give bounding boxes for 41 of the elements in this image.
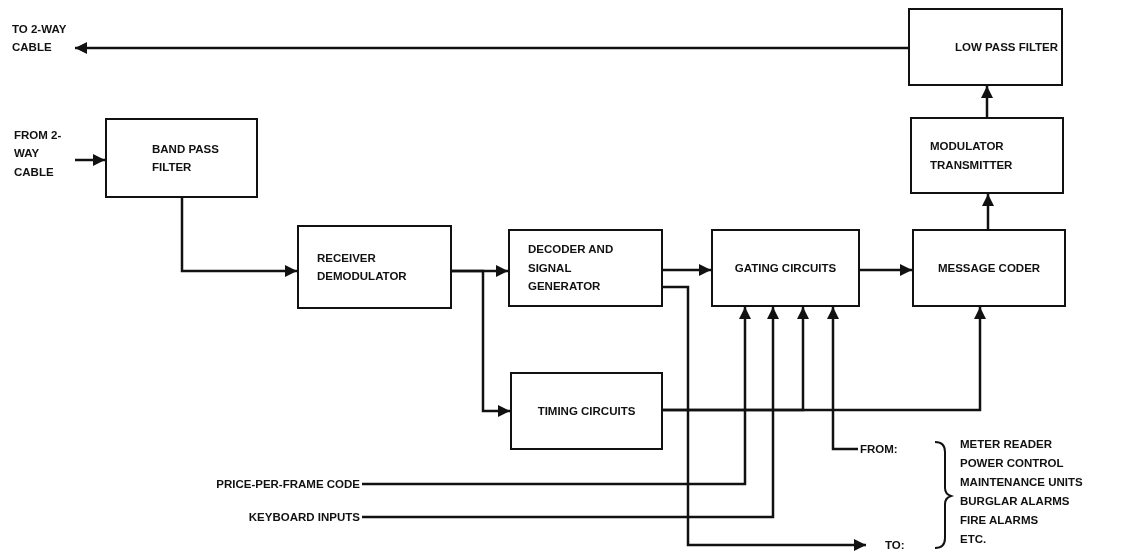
signal-label: PRICE-PER-FRAME CODE [150,475,360,493]
signal-label: TO 2-WAY CABLE [12,20,72,80]
box-label: MODULATOR TRANSMITTER [930,139,1014,173]
box-label: TIMING CIRCUITS [537,403,636,419]
arrow [452,269,510,417]
arrow [827,307,858,451]
box-label: RECEIVER DEMODULATOR [317,250,408,284]
signal-label: FROM 2-WAY CABLE [14,126,74,188]
arrow [663,264,711,276]
process-box [297,225,452,309]
process-box [910,117,1064,194]
process-box [908,8,1063,86]
list-item: ETC. [960,533,987,547]
arrow [860,264,912,276]
process-box [510,372,663,450]
arrow [663,285,866,551]
list-item: BURGLAR ALARMS [960,495,1070,509]
signal-label: TO: [885,536,925,554]
arrow [362,307,779,519]
process-box [105,118,258,198]
box-label: MESSAGE CODER [937,260,1041,276]
arrow [75,42,908,54]
arrow [75,154,105,166]
box-label: LOW PASS FILTER [955,39,1059,55]
arrow [663,307,986,412]
arrow [362,307,751,486]
list-item: METER READER [960,438,1052,452]
process-box [711,229,860,307]
box-label: GATING CIRCUITS [734,260,837,276]
list-item: MAINTENANCE UNITS [960,476,1083,490]
process-box [912,229,1066,307]
arrow [180,198,297,277]
list-item: POWER CONTROL [960,457,1064,471]
box-label: BAND PASS FILTER [152,141,220,175]
arrow [981,86,993,117]
arrow [982,194,994,229]
process-box [508,229,663,307]
signal-label: FROM: [860,440,910,458]
list-item: FIRE ALARMS [960,514,1039,528]
box-label: DECODER AND SIGNAL GENERATOR [528,242,615,295]
signal-label: KEYBOARD INPUTS [150,508,360,526]
